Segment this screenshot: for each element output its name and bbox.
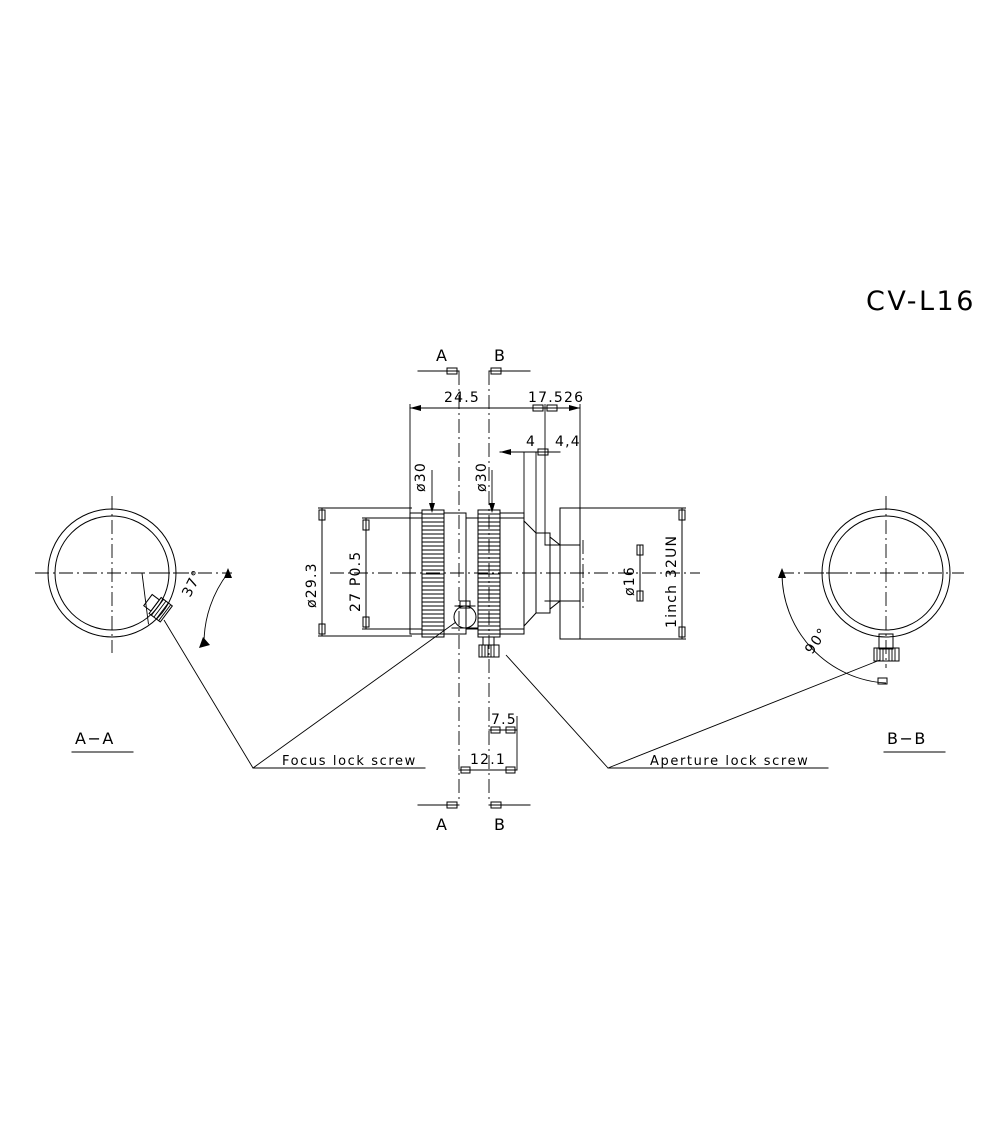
dim-arrow-17-526-right [569,405,580,411]
mount-collar [535,532,551,614]
section-b-label: B−B [887,729,927,748]
section-a-label: A−A [75,729,115,748]
dim-value-mount-thread: 1inch 32UN [664,535,680,628]
dimension-mount-thread-group: 1inch 32UN [580,507,686,640]
callout-focus-lock-screw: Focus lock screw [163,619,457,769]
bb-angle-arrow-left [778,568,786,578]
dim-arrow-step-left [500,449,511,455]
dim-tick-mount-top [678,509,686,521]
aa-focus-lock-screw [141,573,174,625]
aperture-callout-label: Aperture lock screw [650,754,809,769]
bb-screw-shank [878,633,894,650]
top-b-arrow-tick [490,367,502,375]
focus-leader-from-aa [163,619,254,769]
dim-value-17-526: 17.526 [528,390,584,406]
dim-tick-step-right [537,448,549,456]
dim-value-4-4: 4,4 [555,434,581,450]
dimension-thread27-group: 27 P0.5 [348,517,412,630]
dim-value-thread27: 27 P0.5 [348,551,364,612]
bottom-section-markers: A B [417,801,531,834]
dimension-step-group: 4 4,4 [499,434,581,533]
dim-tick-7-5-right [505,726,516,734]
aa-angle-arrow-top [224,568,232,578]
dim-tick-thread27-bottom [362,616,370,628]
dim-tick-dia16-top [636,544,644,556]
bb-screw-head [873,647,900,662]
dim-tick-24-5-right [532,404,544,412]
top-section-label-a: A [436,346,448,365]
dim-tick-12-1-right [505,766,516,774]
dim-value-4: 4 [526,434,536,450]
dim-value-24-5: 24.5 [444,390,480,406]
dim-tick-12-1-left [460,766,471,774]
dim-tick-mount-bottom [678,626,686,638]
bb-angle-arc [781,572,887,684]
dimension-dia293-group: ø29.3 [304,507,412,637]
callout-aperture-lock-screw: Aperture lock screw [505,654,881,769]
bb-angle-tick [877,677,888,685]
aperture-leader-from-main [505,654,609,769]
dim-tick-dia16-bottom [636,590,644,602]
bottom-a-arrow-tick [446,801,458,809]
dim-value-7-5: 7.5 [491,712,517,728]
leader-arrow-dia30-right [489,503,495,513]
aa-screw-head [148,596,174,623]
top-section-markers: A B [417,346,531,375]
dim-value-dia30-right: ø30 [474,462,490,492]
c-mount-flange [559,507,581,640]
aa-angle-arrow-bottom [199,637,210,648]
focus-screw-boss [459,600,471,609]
aa-angle-arc [203,572,229,644]
dim-tick-7-5-left [490,726,501,734]
focus-callout-label: Focus lock screw [282,754,417,769]
bottom-section-label-b: B [494,815,506,834]
drawing-title: CV-L16 [866,286,976,317]
dimension-dia30-group: ø30 ø30 [413,462,495,513]
dim-value-12-1: 12.1 [470,752,506,768]
dim-tick-dia293-top [318,509,326,521]
dim-arrow-24-5-left [410,405,421,411]
dim-tick-17-526-left [546,404,558,412]
dim-value-dia293: ø29.3 [304,562,320,608]
bottom-b-arrow-tick [490,801,502,809]
dim-value-dia30-left: ø30 [413,462,429,492]
bb-aperture-lock-screw [873,633,900,662]
dimension-length-group: 24.5 17.526 [409,390,584,545]
dimension-dia16-group: ø16 [622,544,644,602]
aperture-leader-from-bb [607,659,881,769]
dim-tick-dia293-bottom [318,623,326,635]
top-a-arrow-tick [446,367,458,375]
focus-lock-screw-body [451,600,479,629]
dim-value-dia16: ø16 [622,566,638,596]
dim-tick-thread27-top [362,519,370,531]
leader-arrow-dia30-left [429,503,435,513]
top-section-label-b: B [494,346,506,365]
dimension-offset-group: 7.5 12.1 [458,712,518,774]
bottom-section-label-a: A [436,815,448,834]
focus-knurl-ring [421,509,445,638]
focus-leader-from-main [252,621,457,769]
rear-shoulder [499,512,525,635]
